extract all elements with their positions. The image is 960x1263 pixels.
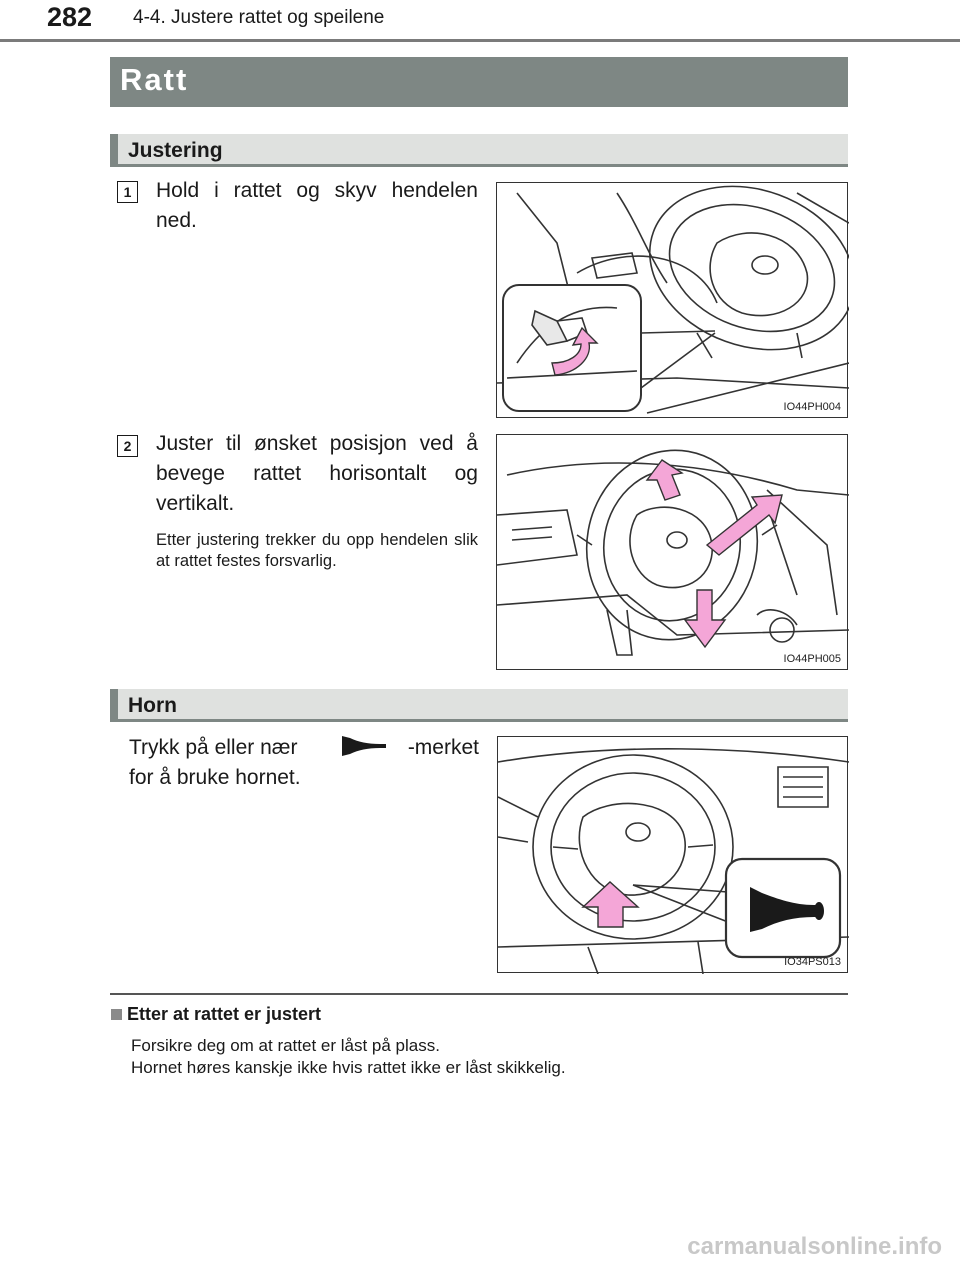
- figure-code-1: IO44PH004: [783, 401, 841, 413]
- subheading-marker: [110, 134, 118, 164]
- header-rule: [0, 39, 960, 42]
- figure-code-2: IO44PH005: [783, 653, 841, 665]
- horn-illustration: [498, 748, 849, 974]
- horn-icon: [336, 730, 392, 764]
- watermark: carmanualsonline.info: [687, 1233, 942, 1260]
- step-number-2: 2: [117, 435, 138, 457]
- horn-text-line2: for å bruke hornet.: [129, 766, 301, 789]
- note-line-1: Forsikre deg om at rattet er låst på pla…: [131, 1036, 440, 1055]
- note-bullet: [111, 1009, 122, 1020]
- chapter-title: 4-4. Justere rattet og speilene: [133, 7, 385, 28]
- note-heading: Etter at rattet er justert: [111, 1004, 321, 1025]
- steering-lever-illustration: [497, 185, 849, 414]
- subheading-horn: Horn: [110, 689, 848, 722]
- figure-code-3: IO34PS013: [784, 956, 841, 968]
- subheading-marker: [110, 689, 118, 719]
- step-2-text: Juster til ønsket posisjon ved å bevege …: [156, 432, 478, 515]
- horn-text-before: Trykk på eller nær: [129, 736, 298, 759]
- horn-text-after: -merket: [407, 736, 479, 759]
- note-rule: [110, 993, 848, 995]
- figure-lever-adjust: IO44PH004: [496, 182, 849, 418]
- section-title: Ratt: [120, 62, 189, 97]
- section-banner: Ratt: [110, 57, 848, 107]
- step-2-note: Etter justering trekker du opp hendelen …: [156, 531, 478, 570]
- step-number-1: 1: [117, 181, 138, 203]
- subheading-justering: Justering: [110, 134, 848, 167]
- subheading-horn-label: Horn: [128, 694, 177, 717]
- note-heading-text: Etter at rattet er justert: [127, 1004, 322, 1024]
- steering-wheel-adjust-illustration: [497, 449, 849, 656]
- figure-horn: IO34PS013: [497, 736, 849, 974]
- page-number: 282: [47, 2, 93, 32]
- step-1-text: Hold i rattet og skyv hendelen ned.: [156, 179, 478, 232]
- subheading-justering-label: Justering: [128, 139, 223, 162]
- note-line-2: Hornet høres kanskje ikke hvis rattet ik…: [131, 1058, 566, 1077]
- figure-wheel-adjust: IO44PH005: [496, 434, 849, 670]
